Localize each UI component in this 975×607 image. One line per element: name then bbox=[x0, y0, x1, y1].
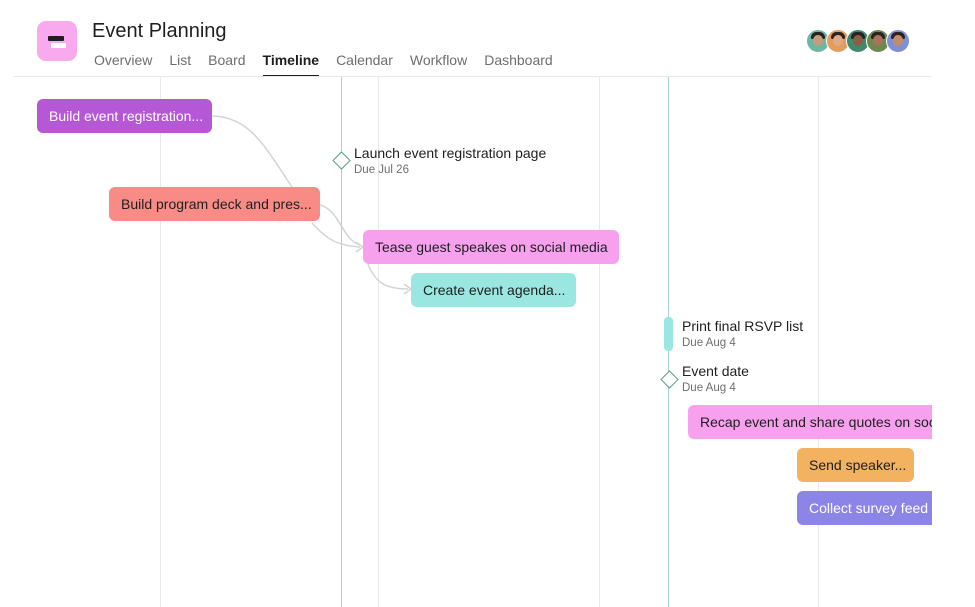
task-print-rsvp-due: Due Aug 4 bbox=[682, 337, 736, 349]
avatar-face bbox=[893, 35, 903, 46]
project-title: Event Planning bbox=[92, 20, 227, 42]
milestone-event-date-title[interactable]: Event date bbox=[682, 363, 749, 379]
header-divider bbox=[14, 76, 932, 77]
timeline-marker-line bbox=[341, 77, 342, 607]
timeline-gridline bbox=[599, 77, 600, 607]
dependency-line bbox=[367, 263, 409, 290]
project-icon-bar-top bbox=[48, 36, 64, 41]
tab-dashboard[interactable]: Dashboard bbox=[484, 52, 553, 68]
avatar-face bbox=[873, 35, 883, 46]
task-create-event-agenda[interactable]: Create event agenda... bbox=[411, 273, 576, 307]
timeline-gridline bbox=[160, 77, 161, 607]
tab-workflow[interactable]: Workflow bbox=[409, 52, 468, 68]
avatar-face bbox=[853, 35, 863, 46]
task-recap-event[interactable]: Recap event and share quotes on soc bbox=[688, 405, 932, 439]
project-icon-bar-bottom bbox=[51, 43, 66, 48]
dependency-arrow bbox=[403, 283, 413, 295]
dependency-line bbox=[312, 203, 361, 246]
tab-timeline[interactable]: Timeline bbox=[262, 52, 319, 77]
task-print-rsvp-title[interactable]: Print final RSVP list bbox=[682, 318, 804, 334]
timeline-view: Build event registration... Launch event… bbox=[0, 77, 975, 607]
project-tabs: Overview List Board Timeline Calendar Wo… bbox=[94, 52, 570, 77]
tab-overview[interactable]: Overview bbox=[94, 52, 153, 68]
task-tease-guest-speakers[interactable]: Tease guest speakes on social media bbox=[363, 230, 619, 264]
timeline-gridline bbox=[818, 77, 819, 607]
tab-board[interactable]: Board bbox=[208, 52, 246, 68]
milestone-diamond-icon[interactable] bbox=[332, 151, 351, 170]
milestone-launch-registration-due: Due Jul 26 bbox=[354, 164, 409, 176]
dependency-line bbox=[210, 115, 293, 188]
tab-list[interactable]: List bbox=[169, 52, 192, 68]
avatar-face bbox=[813, 35, 823, 46]
task-build-event-registration[interactable]: Build event registration... bbox=[37, 99, 212, 133]
milestone-launch-registration-title[interactable]: Launch event registration page bbox=[354, 145, 547, 161]
dependency-arrow bbox=[355, 241, 365, 253]
avatar[interactable] bbox=[886, 29, 910, 53]
avatar-face bbox=[833, 35, 843, 46]
tab-calendar[interactable]: Calendar bbox=[336, 52, 393, 68]
milestone-diamond-icon[interactable] bbox=[660, 370, 679, 389]
task-print-rsvp-bar[interactable] bbox=[664, 317, 673, 351]
timeline-gridline bbox=[378, 77, 379, 607]
task-build-program-deck[interactable]: Build program deck and pres... bbox=[109, 187, 320, 221]
project-icon[interactable] bbox=[37, 21, 77, 61]
task-collect-survey-feedback[interactable]: Collect survey feed bbox=[797, 491, 932, 525]
task-send-speaker[interactable]: Send speaker... bbox=[797, 448, 914, 482]
dependency-line bbox=[311, 222, 361, 248]
milestone-event-date-due: Due Aug 4 bbox=[682, 382, 736, 394]
